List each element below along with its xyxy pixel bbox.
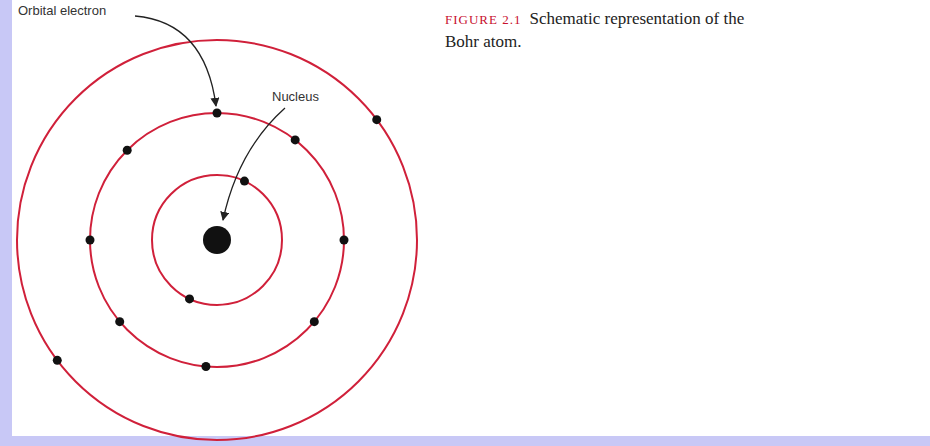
- leader-line: [135, 16, 216, 106]
- figure-number: FIGURE 2.1: [445, 12, 521, 27]
- orbital-electron-dot: [240, 177, 249, 186]
- nucleus: [203, 226, 231, 254]
- orbits: [17, 40, 417, 440]
- orbit: [152, 175, 282, 305]
- electrons: [53, 109, 381, 372]
- orbital-electron-dot: [372, 115, 381, 124]
- orbital-electron-dot: [53, 356, 62, 365]
- orbital-electron-dot: [185, 294, 194, 303]
- caption-block: FIGURE 2.1Schematic representation of th…: [445, 8, 763, 53]
- figure-ground: [12, 0, 930, 436]
- orbit: [17, 40, 417, 440]
- callout-label: Orbital electron: [16, 3, 108, 18]
- orbital-electron-dot: [201, 362, 210, 371]
- orbital-electron-dot: [291, 135, 300, 144]
- orbital-electron-dot: [123, 146, 132, 155]
- orbital-electron-dot: [86, 236, 95, 245]
- orbital-electron-dot: [340, 236, 349, 245]
- orbital-electron-dot: [115, 317, 124, 326]
- leader-line: [223, 108, 285, 220]
- orbital-electron-dot: [213, 109, 222, 118]
- orbit: [90, 113, 344, 367]
- callout-label: Nucleus: [270, 89, 321, 104]
- orbital-electron-dot: [310, 317, 319, 326]
